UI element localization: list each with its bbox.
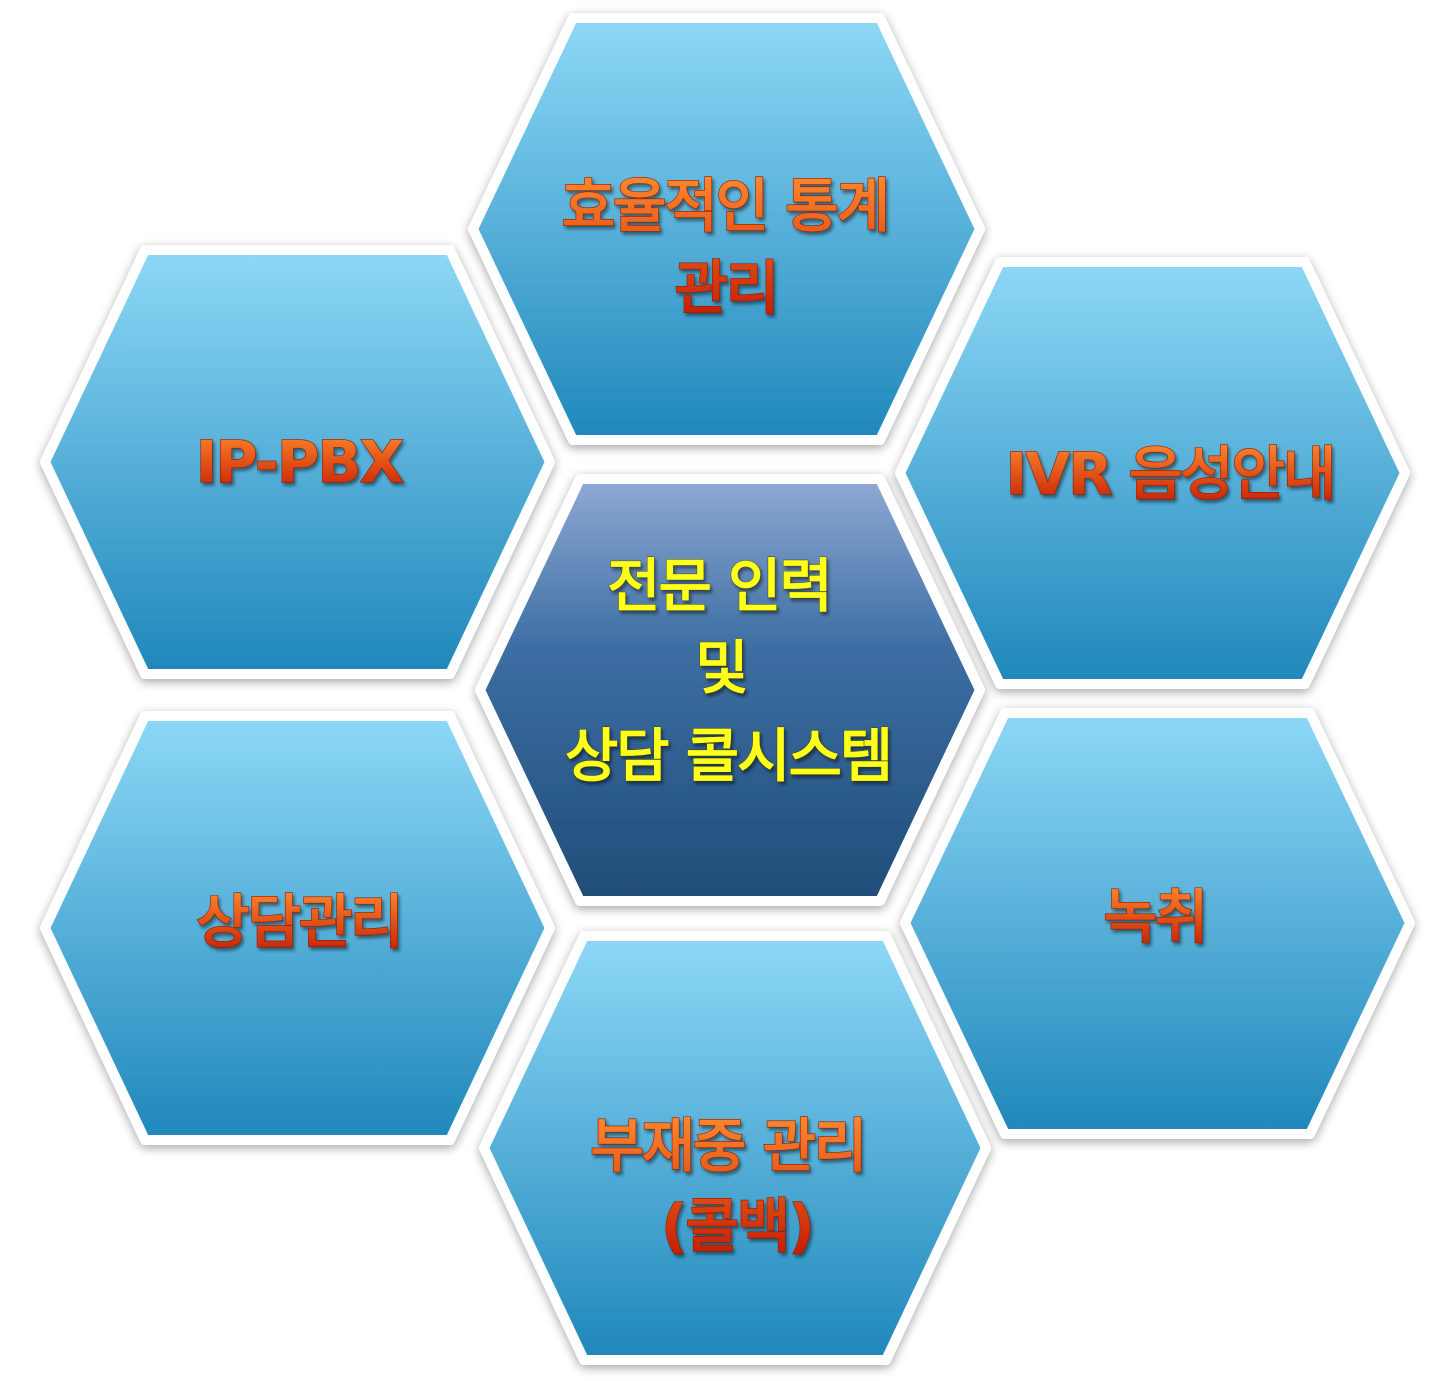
hex-top-left-label: IP-PBX: [196, 428, 404, 496]
hex-top-line-2: 관리: [675, 254, 778, 322]
hex-bottom-left: 상담관리: [40, 711, 555, 1145]
hex-center-line-3: 상담 콜시스템: [565, 722, 891, 790]
hex-top: 효율적인 통계 관리: [468, 13, 985, 445]
hex-bottom-right-shape: [900, 708, 1415, 1139]
hex-bottom-right-line-1: 녹취: [1104, 883, 1207, 951]
hex-top-right-line-1: IVR 음성안내: [1006, 440, 1335, 508]
hex-top-left-line-1: IP-PBX: [196, 428, 404, 496]
hex-top-label: 효율적인 통계 관리: [562, 172, 907, 322]
hex-center: 전문 인력 및 상담 콜시스템: [475, 474, 985, 906]
hex-bottom-shape: [479, 931, 991, 1365]
hex-bottom-left-label: 상담관리: [196, 888, 401, 956]
hex-center-shape: [475, 474, 985, 906]
hex-top-right-shape: [895, 257, 1410, 689]
hex-bottom-right: 녹취: [900, 708, 1415, 1139]
hex-top-left: IP-PBX: [40, 245, 555, 679]
hex-center-label: 전문 인력 및 상담 콜시스템: [565, 552, 891, 790]
hex-center-line-2: 및: [695, 634, 746, 702]
hex-top-shape: [468, 13, 985, 445]
hex-bottom-line-2: (콜백): [661, 1192, 813, 1260]
hex-bottom-line-1: 부재중 관리: [590, 1112, 865, 1180]
hex-top-line-1: 효율적인 통계: [562, 172, 888, 240]
hex-top-right-label: IVR 음성안내: [1006, 440, 1335, 508]
hex-top-left-shape: [40, 245, 555, 679]
hex-bottom-right-label: 녹취: [1104, 883, 1207, 951]
hex-bottom: 부재중 관리 (콜백): [479, 931, 991, 1365]
hex-top-right: IVR 음성안내: [895, 257, 1410, 689]
hex-bottom-label: 부재중 관리 (콜백): [590, 1112, 883, 1260]
hex-bottom-left-line-1: 상담관리: [196, 888, 401, 956]
hex-bottom-left-shape: [40, 711, 555, 1145]
hex-center-line-1: 전문 인력: [607, 552, 831, 620]
